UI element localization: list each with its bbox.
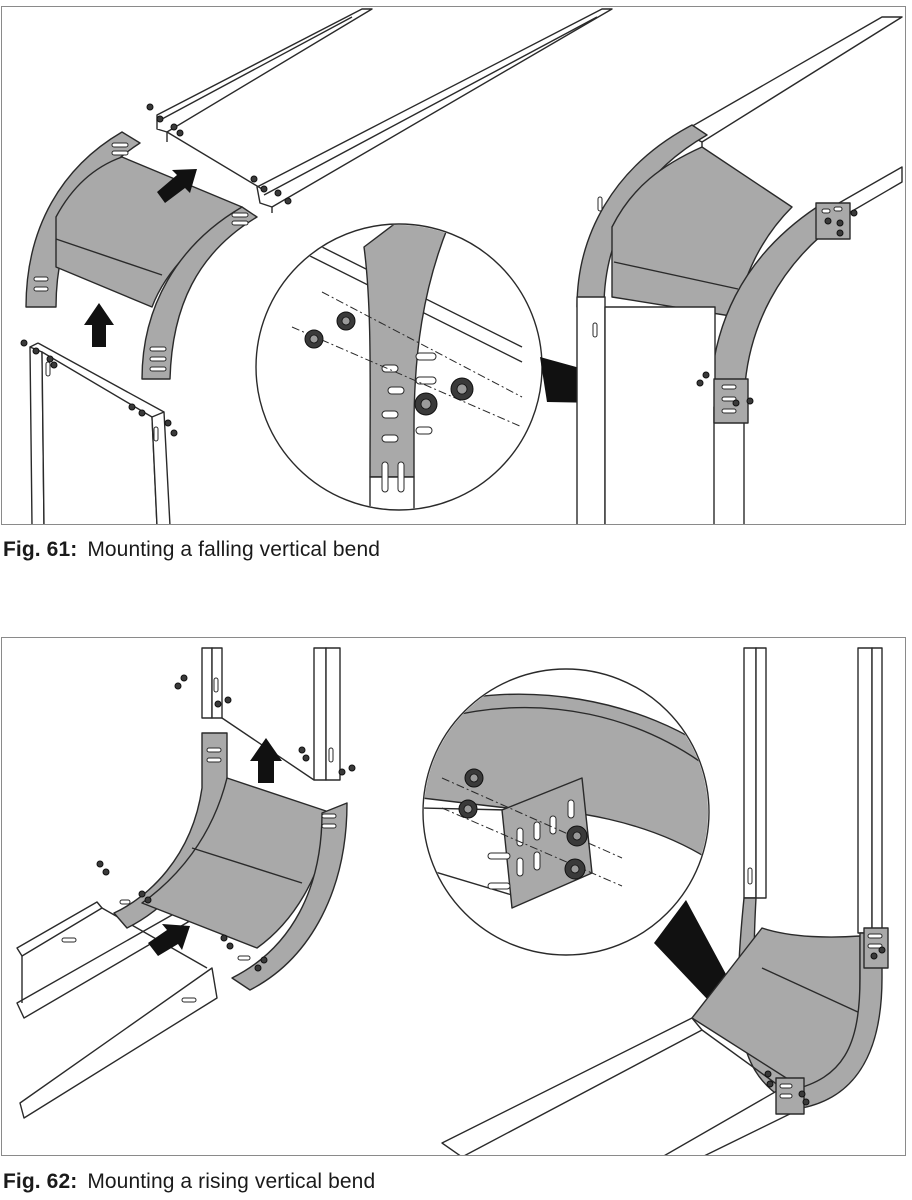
bolt-icon	[174, 674, 356, 776]
figure-caption: Fig. 61: Mounting a falling vertical bend	[3, 538, 380, 562]
figure-caption-text: Mounting a rising vertical bend	[87, 1170, 376, 1193]
falling-vertical-bend-drawing	[20, 8, 903, 524]
figure-caption-text: Mounting a falling vertical bend	[87, 538, 381, 561]
figure-number: Fig. 61:	[3, 538, 78, 561]
vertical-cable-tray	[29, 342, 171, 524]
detail-magnifier	[422, 668, 710, 956]
arrow-icon	[84, 303, 114, 347]
figure-number: Fig. 62:	[3, 1170, 78, 1193]
assembled-bend-view	[441, 647, 889, 1155]
arrow-icon	[148, 924, 190, 956]
bolt-icon	[96, 860, 268, 972]
vertical-bend-piece	[113, 732, 348, 991]
bolt-icon	[458, 768, 588, 880]
bolt-icon	[696, 209, 858, 407]
bolt-icon	[146, 103, 292, 205]
figure-62-illustration	[1, 637, 906, 1156]
figure-caption: Fig. 62: Mounting a rising vertical bend	[3, 1170, 375, 1194]
horizontal-cable-tray	[156, 8, 613, 213]
vertical-cable-tray	[201, 647, 341, 781]
figure-61-illustration	[1, 6, 906, 525]
vertical-bend-piece	[25, 131, 258, 380]
arrow-icon	[157, 169, 197, 203]
arrow-icon	[250, 738, 282, 783]
bolt-icon	[304, 311, 474, 416]
rising-vertical-bend-drawing	[16, 647, 889, 1155]
detail-magnifier	[255, 223, 543, 511]
bolt-icon	[20, 339, 178, 437]
horizontal-cable-tray	[16, 897, 218, 1119]
assembled-bend-view	[576, 16, 903, 524]
bolt-icon	[764, 946, 886, 1106]
